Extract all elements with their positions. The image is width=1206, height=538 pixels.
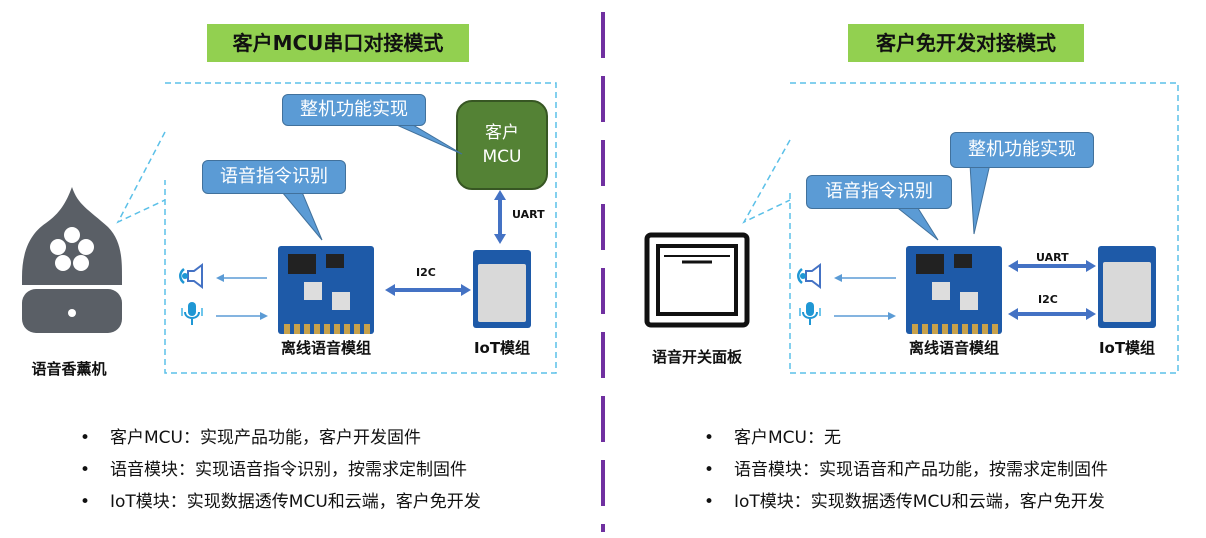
left-i2c-arrow (385, 284, 471, 296)
bullet-item: • 语音模块：实现语音指令识别，按需求定制固件 (80, 454, 590, 486)
bullet-item: • 语音模块：实现语音和产品功能，按需求定制固件 (704, 454, 1194, 486)
bullet-item: • IoT模块：实现数据透传MCU和云端，客户免开发 (704, 486, 1194, 518)
left-callout-voice: 语音指令识别 (202, 160, 346, 194)
bullet-dot: • (80, 492, 91, 512)
left-dashed-frame (116, 82, 557, 374)
microphone-icon (181, 302, 203, 325)
iot-shield (1103, 262, 1151, 322)
center-divider (601, 12, 605, 532)
left-offline-module-label: 离线语音模组 (280, 339, 371, 357)
module-chip (954, 254, 972, 268)
right-uart-label: UART (1036, 251, 1069, 264)
left-bullet-list: • 客户MCU：实现产品功能，客户开发固件 • 语音模块：实现语音指令识别，按需求定… (80, 422, 590, 518)
bullet-dot: • (704, 460, 715, 480)
bullet-item: • 客户MCU：无 (704, 422, 1194, 454)
right-callout-function: 整机功能实现 (950, 132, 1094, 168)
microphone-icon (799, 302, 821, 325)
right-iot-module-label: IoT模组 (1098, 339, 1156, 357)
bullet-text: 语音模块：实现语音指令识别，按需求定制固件 (110, 460, 467, 480)
left-callout-tails (280, 121, 463, 241)
left-callout-function: 整机功能实现 (282, 94, 426, 126)
mcu-label-line2: MCU (482, 147, 522, 167)
bullet-text: IoT模块：实现数据透传MCU和云端，客户免开发 (110, 492, 481, 512)
module-chip (326, 254, 344, 268)
right-offline-module-label: 离线语音模组 (908, 339, 999, 357)
right-dashed-frame (742, 82, 1179, 374)
bullet-text: 客户MCU：无 (734, 428, 841, 448)
right-bullet-list: • 客户MCU：无 • 语音模块：实现语音和产品功能，按需求定制固件 • IoT模块：… (704, 422, 1194, 518)
right-callout-voice: 语音指令识别 (806, 175, 952, 209)
bullet-text: 客户MCU：实现产品功能，客户开发固件 (110, 428, 421, 448)
mcu-label-line1: 客户 (485, 123, 519, 143)
aroma-diffuser-icon (22, 187, 122, 333)
qr-code (960, 292, 978, 310)
speaker-icon (179, 263, 203, 289)
bullet-item: • IoT模块：实现数据透传MCU和云端，客户免开发 (80, 486, 590, 518)
right-audio-arrows (834, 274, 896, 320)
right-i2c-arrow (1008, 308, 1096, 320)
module-chip (916, 254, 944, 274)
qr-code (332, 292, 350, 310)
right-callout-tails (892, 163, 991, 241)
left-iot-module-label: IoT模组 (473, 339, 531, 357)
bullet-text: IoT模块：实现数据透传MCU和云端，客户免开发 (734, 492, 1105, 512)
left-audio-arrows (216, 274, 268, 320)
right-offline-voice-module (906, 246, 1002, 334)
switch-panel-icon (644, 232, 750, 328)
bullet-dot: • (80, 460, 91, 480)
bullet-text: 语音模块：实现语音和产品功能，按需求定制固件 (734, 460, 1108, 480)
right-title: 客户免开发对接模式 (848, 24, 1084, 62)
left-device-label: 语音香薰机 (31, 360, 107, 378)
right-device-label: 语音开关面板 (651, 348, 742, 366)
left-uart-label: UART (512, 208, 545, 221)
customer-mcu-box: 客户 MCU (456, 100, 548, 190)
module-chip (288, 254, 316, 274)
qr-code (932, 282, 950, 300)
iot-shield (478, 264, 526, 322)
bullet-dot: • (704, 428, 715, 448)
bullet-dot: • (704, 492, 715, 512)
right-iot-module (1098, 246, 1156, 328)
left-i2c-label: I2C (416, 266, 436, 279)
bullet-dot: • (80, 428, 91, 448)
left-uart-arrow (494, 190, 506, 244)
left-offline-voice-module (278, 246, 374, 334)
qr-code (304, 282, 322, 300)
left-iot-module (473, 250, 531, 328)
bullet-item: • 客户MCU：实现产品功能，客户开发固件 (80, 422, 590, 454)
right-uart-arrow (1008, 260, 1096, 272)
right-i2c-label: I2C (1038, 293, 1058, 306)
speaker-icon (797, 263, 821, 289)
left-title: 客户MCU串口对接模式 (207, 24, 469, 62)
